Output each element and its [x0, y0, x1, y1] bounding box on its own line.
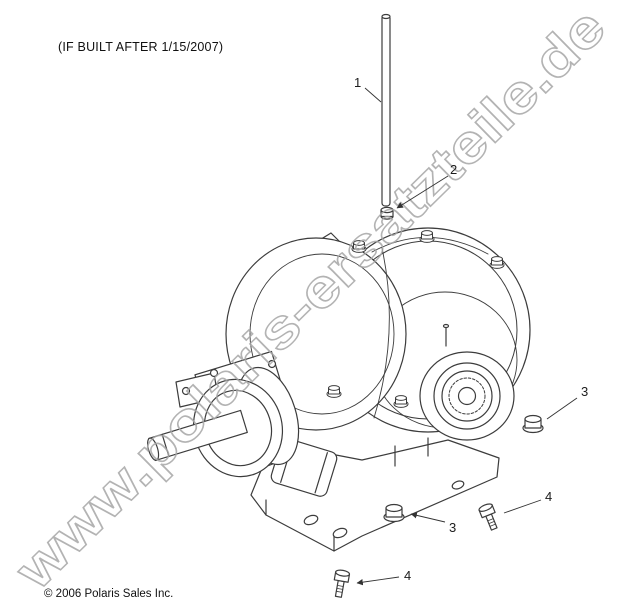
leader-1 [364, 87, 382, 103]
copyright-notice: © 2006 Polaris Sales Inc. [44, 588, 174, 600]
dipstick-tube [381, 13, 391, 207]
callout-2: 2 [450, 162, 457, 177]
input-shaft-assembly [147, 350, 300, 478]
gearbox-assembly [147, 13, 544, 598]
leader-4b [356, 576, 400, 586]
mount-bolt-a [478, 503, 498, 531]
hub-stud [442, 323, 450, 347]
flange-nut-b [383, 503, 405, 523]
callouts: 1 2 3 3 4 4 [354, 75, 588, 583]
leader-3a [546, 397, 578, 420]
flange-bolt [489, 256, 505, 269]
flange-bolt [326, 385, 342, 398]
callout-1: 1 [354, 75, 361, 90]
output-hub [419, 351, 515, 441]
flange-bolt [393, 395, 409, 408]
flange-bolt [419, 230, 435, 243]
flange-nut-a [522, 414, 544, 434]
callout-4a: 4 [545, 489, 552, 504]
tube-fitting-nut [380, 206, 394, 220]
leader-3b [410, 512, 446, 523]
callout-3b: 3 [449, 520, 456, 535]
leader-lines [356, 87, 578, 586]
mount-bolt-b [333, 569, 351, 598]
callout-4b: 4 [404, 568, 411, 583]
leader-4a [503, 499, 542, 514]
build-date-note: (IF BUILT AFTER 1/15/2007) [58, 40, 224, 54]
callout-3a: 3 [581, 384, 588, 399]
leader-2 [396, 175, 449, 209]
